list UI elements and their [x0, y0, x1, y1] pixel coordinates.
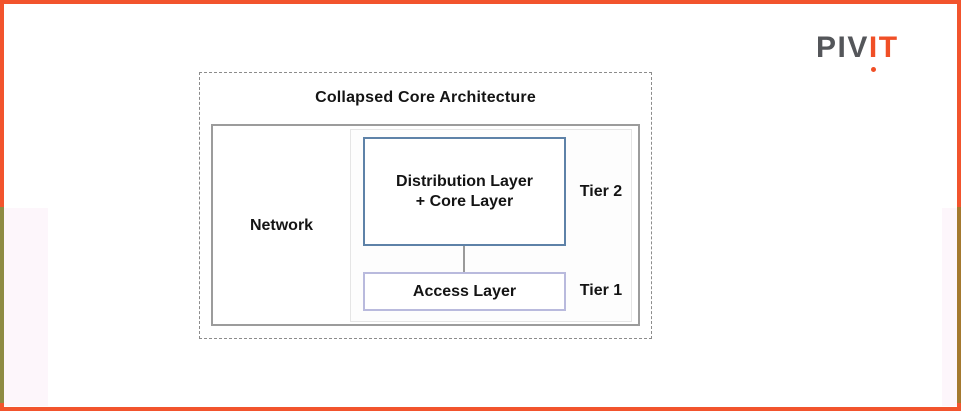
connector-line	[463, 246, 465, 272]
distribution-layer-label-line2: + Core Layer	[415, 192, 514, 210]
access-layer-label: Access Layer	[412, 282, 517, 300]
diagram-title: Collapsed Core Architecture	[315, 89, 536, 106]
tier1-label: Tier 1	[579, 282, 623, 299]
collapsed-core-container: Collapsed Core Architecture Network Dist…	[199, 72, 652, 339]
pivit-logo: PIVIT	[816, 33, 899, 63]
left-edge-artifact	[0, 207, 4, 403]
access-layer-box: Access Layer	[363, 272, 566, 311]
tier2-label: Tier 2	[579, 183, 623, 200]
network-label: Network	[249, 217, 314, 234]
distribution-layer-label-line1: Distribution Layer	[396, 172, 533, 190]
pivit-logo-orange-text: IT	[868, 31, 899, 64]
right-edge-artifact	[957, 207, 961, 403]
left-haze-artifact	[4, 208, 48, 406]
right-haze-artifact	[942, 208, 957, 406]
pivit-logo-gray-text: PIV	[816, 31, 869, 64]
network-box: Network Distribution Layer + Core Layer …	[211, 124, 640, 326]
distribution-core-layer-box: Distribution Layer + Core Layer	[363, 137, 566, 246]
